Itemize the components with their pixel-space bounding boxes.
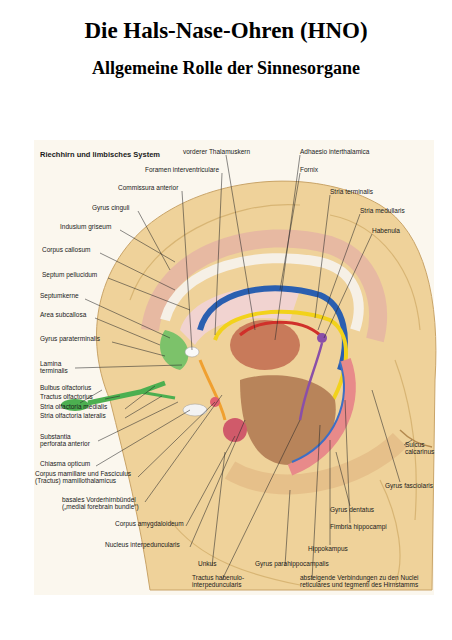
anatomy-label: Hippokampus <box>308 545 348 552</box>
anatomy-label: Stria olfactoria lateralis <box>40 412 106 419</box>
subtitle: Allgemeine Rolle der Sinnesorgane <box>0 58 452 79</box>
anatomy-label: Gyrus cinguli <box>92 204 130 211</box>
anatomy-label: Nucleus interpeduncularis <box>105 541 180 548</box>
gyri-lines <box>130 205 420 585</box>
leader-line <box>108 278 190 310</box>
anatomy-label: Commissura anterior <box>118 184 178 191</box>
leader-line <box>120 230 175 262</box>
anatomy-label: Lamina terminalis <box>40 360 74 375</box>
anatomy-label: Gyrus parahippocampalis <box>255 560 329 567</box>
leader-line <box>125 386 155 409</box>
leader-line <box>190 420 245 547</box>
leader-line <box>285 490 290 566</box>
anatomy-label: Indusium griseum <box>60 223 111 230</box>
leader-line <box>138 402 215 477</box>
leader-line <box>100 253 175 290</box>
leader-line <box>96 410 190 466</box>
amygdala <box>223 418 247 442</box>
leader-line <box>226 155 255 330</box>
leader-lines <box>75 155 412 580</box>
hemisphere <box>97 181 436 590</box>
leader-line <box>125 396 162 418</box>
leader-line <box>98 402 178 441</box>
anatomy-label: Gyrus paraterminalis <box>40 335 100 342</box>
leader-line <box>280 173 300 290</box>
anatomy-label: Tractus habenulo-interpeduncularis <box>192 574 248 589</box>
leader-line <box>75 365 182 368</box>
anatomy-label: Chiasma opticum <box>40 460 90 467</box>
leader-line <box>112 342 165 356</box>
anatomy-label: vorderer Thalamuskern <box>183 148 250 155</box>
anatomy-label: Corpus callosum <box>42 246 90 253</box>
anatomy-label: Unkus <box>198 560 216 567</box>
leader-line <box>345 400 350 523</box>
gyrus-line <box>380 480 400 585</box>
anatomy-label: Corpus amygdaloideum <box>115 520 184 527</box>
anatomy-label: Fornix <box>300 166 318 173</box>
leader-line <box>318 214 360 330</box>
anatomy-label: Tractus olfactorius <box>40 393 93 400</box>
leader-line <box>95 318 160 345</box>
anatomy-label: absteigende Verbindungen zu den Nuclei r… <box>300 574 440 589</box>
hippocampus <box>290 360 350 470</box>
leader-line <box>215 173 222 335</box>
leader-line <box>138 211 170 270</box>
anatomy-label: Foramen interventriculare <box>145 166 219 173</box>
figure-heading: Riechhirn und limbisches System <box>40 151 160 160</box>
anatomy-label: Substantia perforata anterior <box>40 433 98 448</box>
leader-line <box>182 191 192 350</box>
anatomy-label: Bulbus olfactorius <box>40 384 91 391</box>
leader-line <box>336 452 350 506</box>
leader-line <box>105 396 120 399</box>
leader-line <box>312 425 320 580</box>
page-title: Die Hals-Nase-Ohren (HNO) <box>0 18 452 44</box>
leader-line <box>315 195 330 318</box>
leader-line <box>324 234 372 338</box>
leader-line <box>186 436 235 526</box>
anatomy-label: Fimbria hippocampi <box>330 523 387 530</box>
septal-nuclei <box>160 330 188 370</box>
anatomy-label: basales Vorderhirnbündel („medial forebr… <box>62 496 146 511</box>
leader-line <box>85 299 170 338</box>
anatomy-label: Stria terminalis <box>330 188 373 195</box>
anatomy-label: Gyrus fasciolaris <box>385 482 433 489</box>
chiasma <box>183 404 207 416</box>
fimbria <box>292 362 344 462</box>
anatomy-label: Stria medullaris <box>360 207 405 214</box>
anatomy-label: Septumkerne <box>40 292 79 299</box>
leader-line <box>145 395 222 502</box>
anatomy-label: Stria olfactoria medialis <box>40 403 107 410</box>
leader-line <box>212 452 225 566</box>
anatomy-label: Sulcus calcarinus <box>405 441 441 456</box>
stria-medullaris <box>240 322 320 335</box>
anatomy-label: Habenula <box>372 227 400 234</box>
anatomy-label: Septum pellucidum <box>42 271 97 278</box>
leader-line <box>275 155 300 340</box>
anatomy-label: Adhaesio interthalamica <box>300 148 369 155</box>
anatomy-label: Area subcallosa <box>40 311 86 318</box>
leader-line <box>222 420 300 580</box>
anatomy-label: Gyrus dentatus <box>330 506 374 513</box>
thalamus <box>230 320 300 370</box>
stria-olfactoria <box>140 392 175 398</box>
anatomy-label: Corpus mamillare und Fasciculus (Tractus… <box>35 470 143 485</box>
tractus-habenulo <box>300 343 322 420</box>
leader-line <box>372 390 400 482</box>
